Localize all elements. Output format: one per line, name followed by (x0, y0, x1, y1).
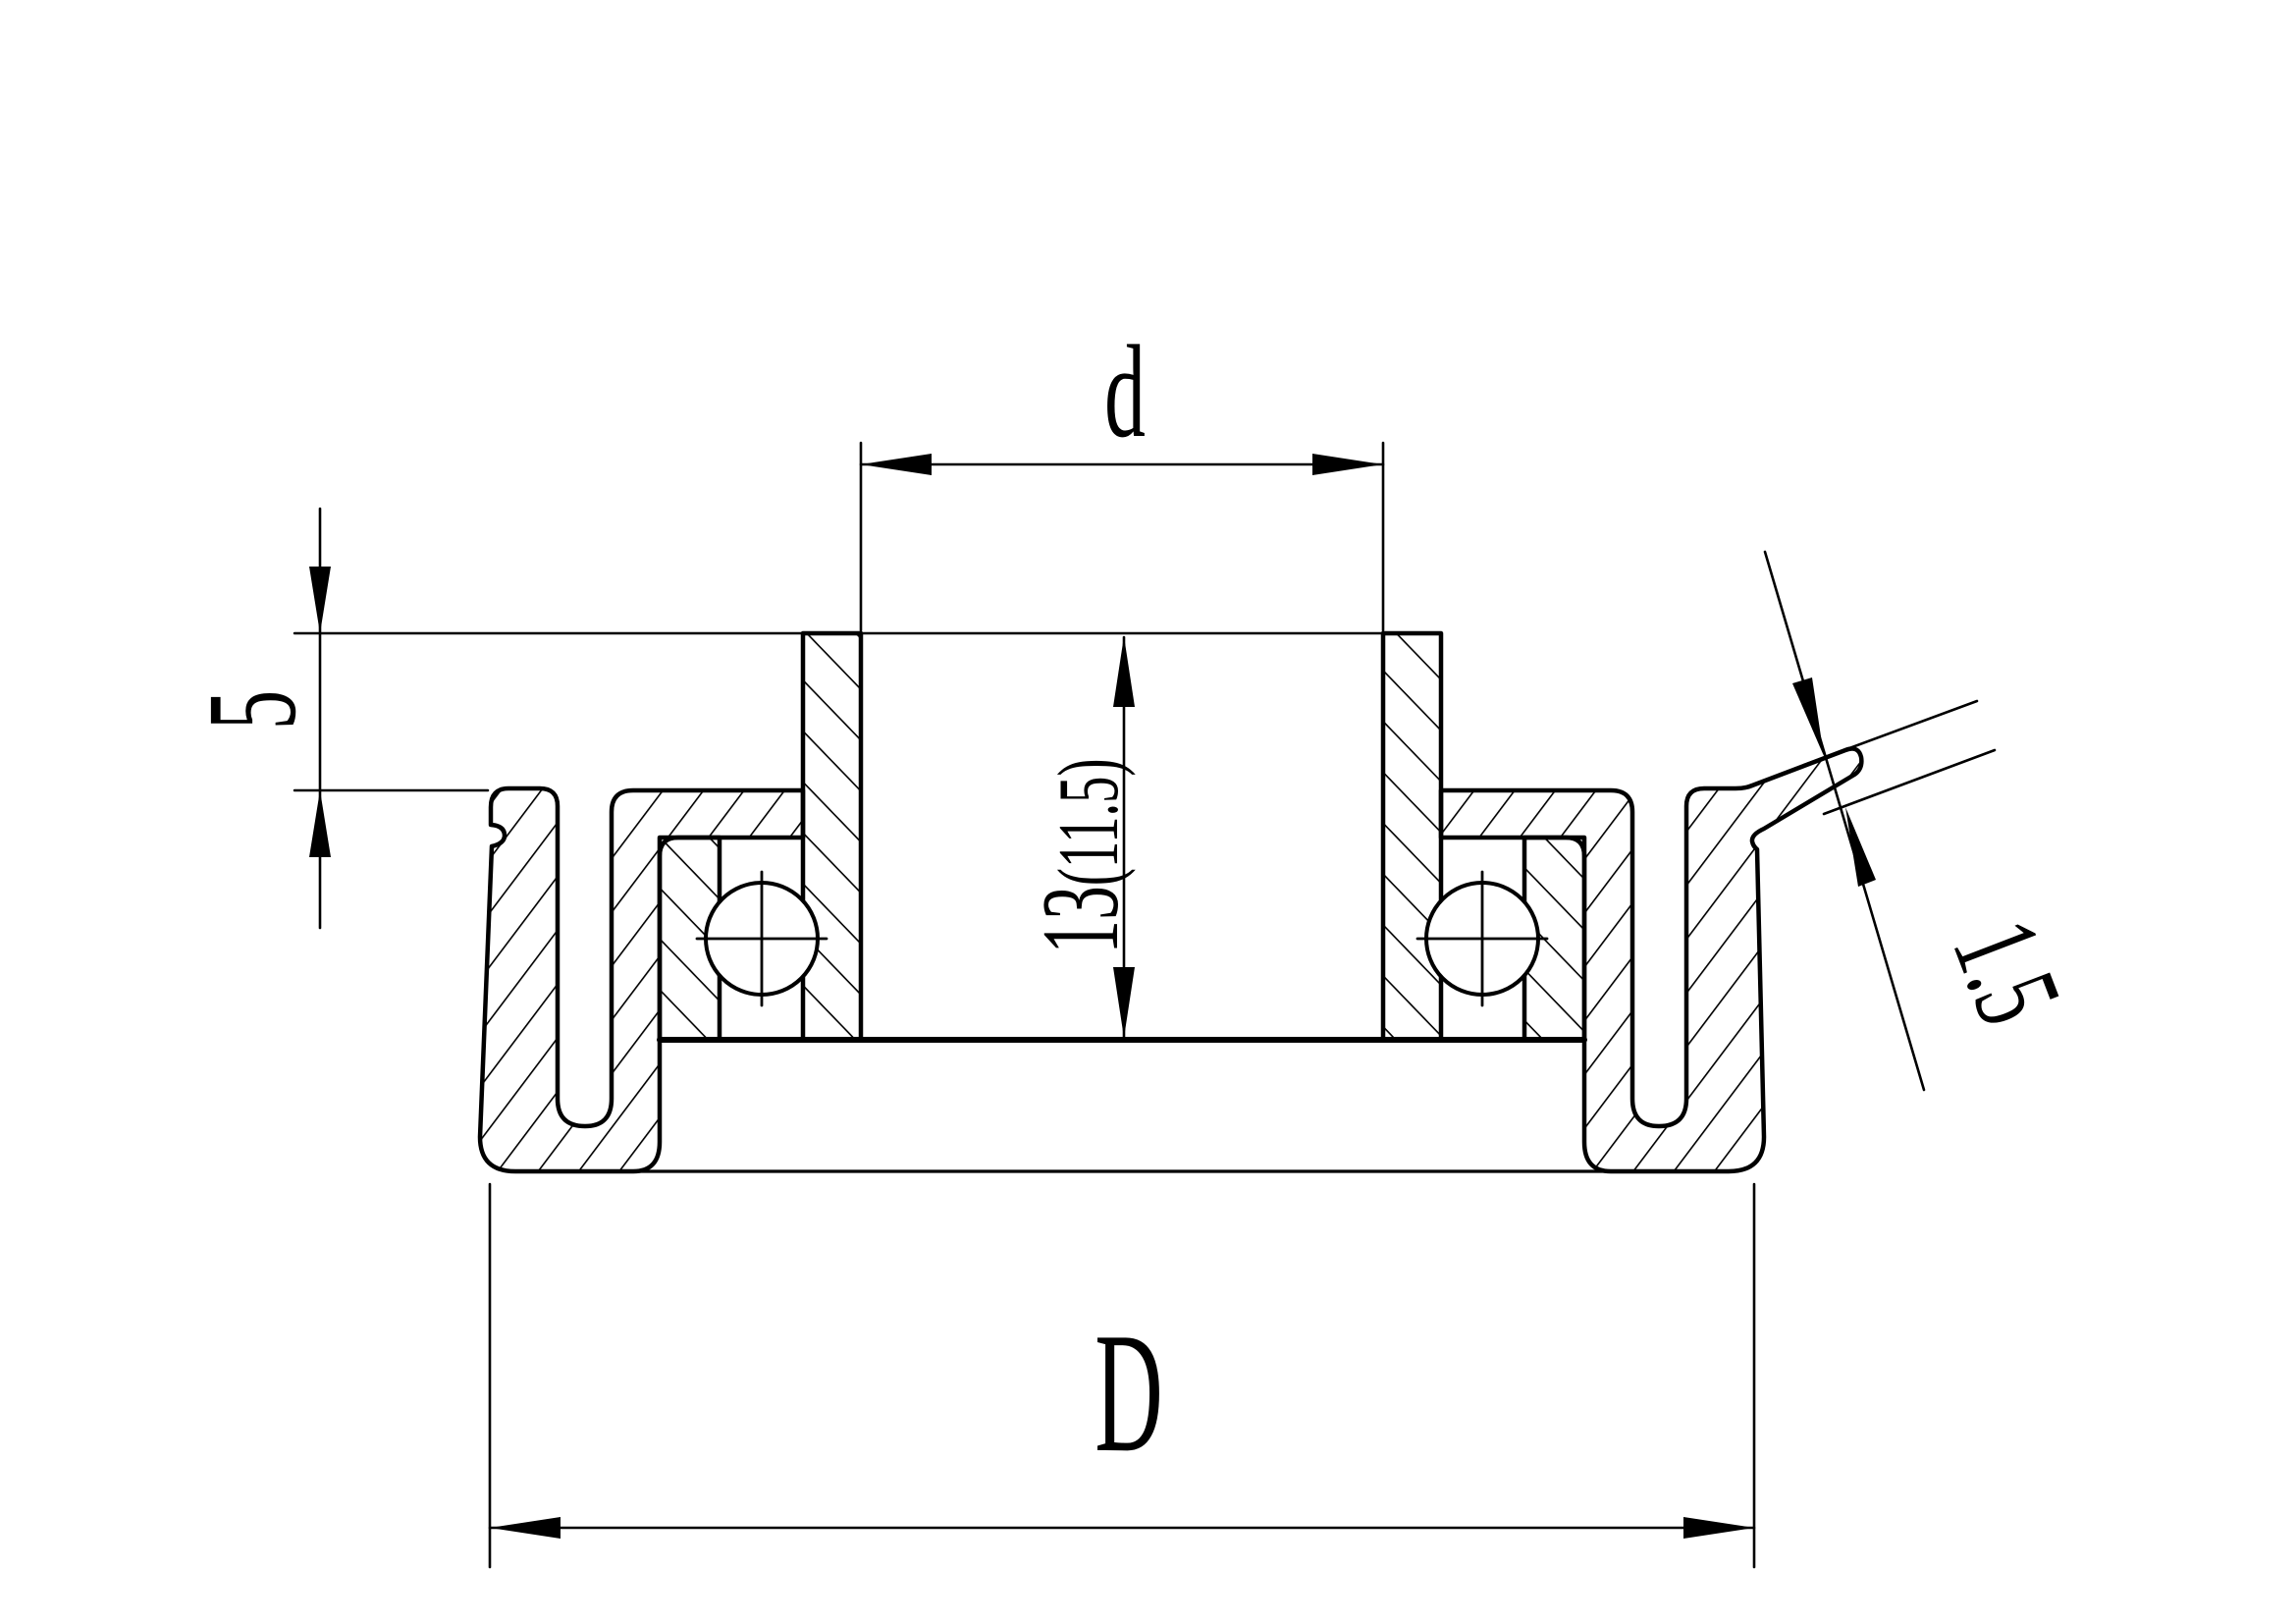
dimension-13: 13(11.5) (1020, 635, 1142, 1040)
part-geometry (293, 630, 1864, 1174)
height-label-main: 13 (1020, 886, 1142, 953)
D-arrow-right (1683, 1517, 1754, 1539)
D-arrow-left (490, 1517, 561, 1539)
five-arrow-top (309, 567, 331, 633)
height-arrow-top (1113, 636, 1135, 707)
d-label: d (1104, 319, 1146, 465)
lip-extension-upper (1802, 699, 1979, 767)
height-label-ref: (11.5) (1041, 758, 1136, 886)
housing-right-section (1438, 746, 1864, 1174)
dimensions: d 5 13(11.5) D (183, 319, 2088, 1569)
five-arrow-bottom (309, 790, 331, 857)
lip-arrow-lower (1845, 807, 1876, 887)
lip-extension-lower (1822, 748, 1997, 816)
bearing-outer-rings (657, 835, 1587, 1043)
housing-left-section (477, 785, 806, 1174)
dimension-D: D (488, 1182, 1756, 1569)
lip-arrow-upper (1792, 677, 1824, 756)
sleeve-right-wall (1380, 630, 1444, 1043)
outer-ring-right (1522, 835, 1587, 1043)
dimension-1-5: 1.5 (1763, 550, 2088, 1092)
lip-label: 1.5 (1927, 903, 2088, 1041)
dimension-5: 5 (183, 507, 331, 930)
ball-centerlines (695, 870, 1549, 1007)
sleeve-left-wall (800, 630, 864, 1043)
d-arrow-right (1312, 454, 1383, 475)
lip-dimension-line (1763, 550, 1926, 1092)
D-label: D (1095, 1297, 1163, 1489)
five-label: 5 (183, 690, 323, 730)
d-arrow-left (861, 454, 932, 475)
dimension-d: d (859, 319, 1385, 632)
height-label: 13(11.5) (1020, 758, 1142, 953)
height-arrow-bottom (1113, 967, 1135, 1038)
